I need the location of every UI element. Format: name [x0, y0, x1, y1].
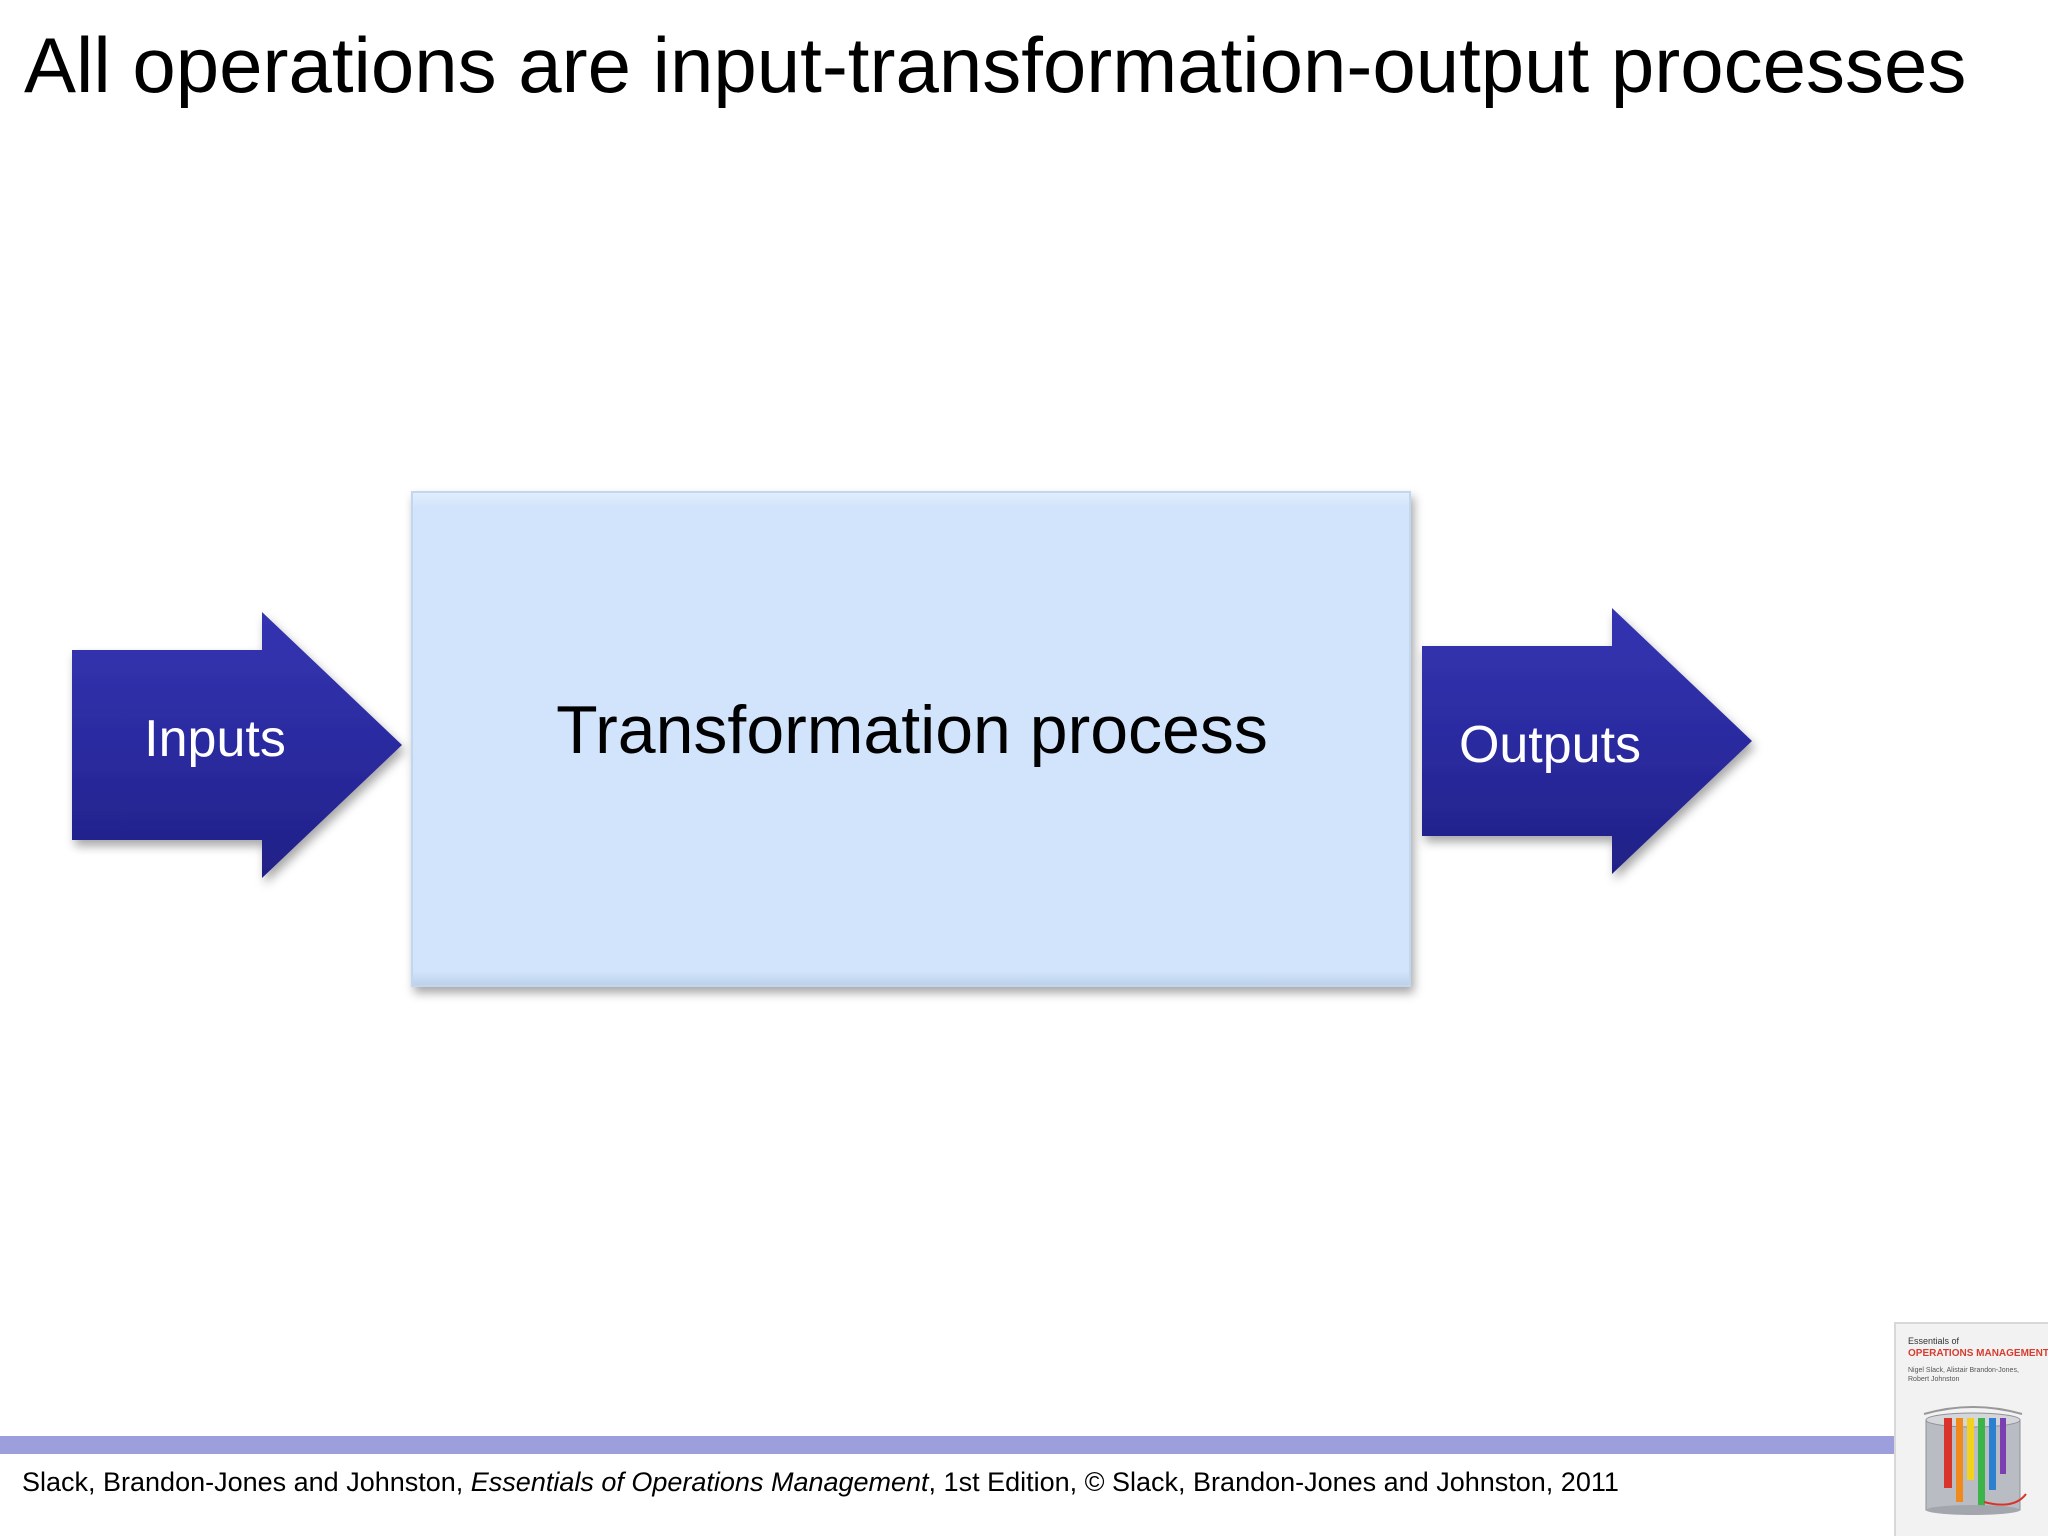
slide-title: All operations are input-transformation-… [24, 21, 1967, 109]
footer-citation: Slack, Brandon-Jones and Johnston, Essen… [22, 1464, 1882, 1500]
transformation-process-label: Transformation process [556, 692, 1268, 768]
transformation-process-box [411, 491, 1411, 987]
book-cover-title: OPERATIONS MANAGEMENT [1908, 1348, 2048, 1359]
book-cover-series: Essentials of [1908, 1336, 1960, 1346]
footer-authors: Slack, Brandon-Jones and Johnston, [22, 1467, 471, 1497]
book-cover-thumbnail: Essentials of OPERATIONS MANAGEMENT Nige… [1894, 1322, 2048, 1536]
footer-book-title: Essentials of Operations Management [470, 1467, 929, 1497]
footer-divider-bar [0, 1436, 1896, 1454]
inputs-label: Inputs [144, 710, 286, 768]
outputs-arrow [1422, 608, 1752, 874]
outputs-label: Outputs [1458, 716, 1642, 774]
footer-edition: , 1st Edition, © Slack, Brandon-Jones an… [928, 1467, 1619, 1497]
book-cover-authors: Nigel Slack, Alistair Brandon-Jones, Rob… [1908, 1367, 2019, 1383]
inputs-arrow [72, 612, 402, 878]
paint-can-image [1923, 1406, 2027, 1515]
